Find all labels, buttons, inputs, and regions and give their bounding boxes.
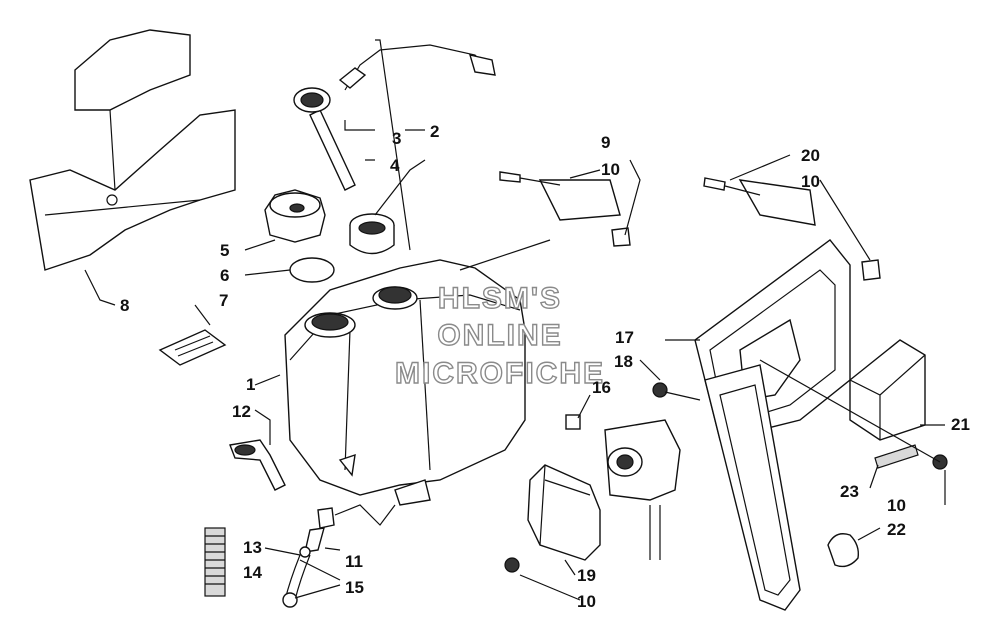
part-control-assembly [604, 419, 681, 560]
part-12-strap [229, 439, 286, 491]
part-22-clamp [827, 533, 860, 568]
callout-17: 17 [615, 328, 634, 347]
callout-labels: 1 2 3 4 5 6 7 8 9 10 20 10 12 13 14 11 1… [120, 122, 970, 611]
watermark: HLSM'S ONLINE MICROFICHE [394, 281, 605, 390]
callout-10-right: 10 [801, 172, 820, 191]
part-6-o-ring [289, 257, 335, 283]
part-18-nut [652, 382, 668, 398]
callout-18: 18 [614, 352, 633, 371]
part-20-bracket-right [703, 177, 881, 281]
callout-19: 19 [577, 566, 596, 585]
callout-3: 3 [392, 129, 401, 148]
callout-9: 9 [601, 133, 610, 152]
callout-15: 15 [345, 578, 364, 597]
callout-16: 16 [592, 378, 611, 397]
part-19-box [527, 464, 601, 561]
callout-8: 8 [120, 296, 129, 315]
part-5-fuel-cap [264, 189, 326, 243]
callout-12: 12 [232, 402, 251, 421]
callout-4: 4 [390, 156, 400, 175]
watermark-line-1: HLSM'S [438, 282, 562, 315]
callout-21: 21 [951, 415, 970, 434]
callout-11: 11 [345, 552, 363, 571]
part-9-bracket-upper [499, 171, 631, 247]
callout-23: 23 [840, 482, 859, 501]
part-4-grommet [349, 213, 395, 255]
callout-20: 20 [801, 146, 820, 165]
part-7-decal [158, 329, 227, 366]
callout-7: 7 [219, 291, 228, 310]
watermark-line-2: ONLINE [437, 319, 562, 352]
part-8-tank-shield [29, 29, 236, 271]
callout-2: 2 [430, 122, 439, 141]
part-16-pad [565, 414, 581, 430]
callout-13: 13 [243, 538, 262, 557]
part-11-fitting-hose [282, 507, 335, 608]
part-23-pad [874, 444, 919, 469]
part-14-spring [204, 527, 226, 597]
callout-5: 5 [220, 241, 229, 260]
callout-10-top: 10 [601, 160, 620, 179]
callout-6: 6 [220, 266, 229, 285]
part-17-mounting-plate [694, 239, 851, 611]
callout-14: 14 [243, 563, 262, 582]
callout-22: 22 [887, 520, 906, 539]
callout-10-lower-right: 10 [887, 496, 906, 515]
leader-lines [84, 39, 946, 601]
part-1-fuel-tank [284, 259, 526, 506]
part-21-module [849, 339, 926, 441]
callout-1: 1 [246, 375, 255, 394]
watermark-line-3: MICROFICHE [395, 357, 605, 390]
callout-10-bottom: 10 [577, 592, 596, 611]
part-3-fuel-gauge [293, 44, 496, 191]
